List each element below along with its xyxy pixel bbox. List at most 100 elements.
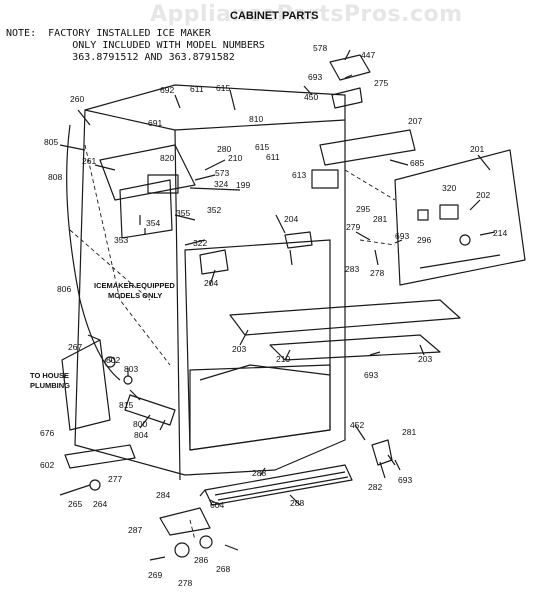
part-label: 354 bbox=[146, 218, 160, 228]
part-label: 275 bbox=[374, 78, 388, 88]
part-label: 800 bbox=[133, 419, 147, 429]
part-label: 615 bbox=[216, 83, 230, 93]
note-text-1: FACTORY INSTALLED ICE MAKER bbox=[48, 28, 211, 39]
cabinet-liner bbox=[184, 239, 331, 451]
part-label: 204 bbox=[284, 214, 298, 224]
part-label: 281 bbox=[402, 427, 416, 437]
part-label: 613 bbox=[292, 170, 306, 180]
part-label: 287 bbox=[128, 525, 142, 535]
part-label: 693 bbox=[395, 231, 409, 241]
part-label: 268 bbox=[216, 564, 230, 574]
model-note: NOTE: FACTORY INSTALLED ICE MAKER ONLY I… bbox=[6, 28, 265, 64]
control-panel bbox=[394, 149, 526, 286]
cabinet-shell bbox=[74, 84, 346, 476]
note-line-2: ONLY INCLUDED WITH MODEL NUMBERS bbox=[6, 40, 265, 52]
part-label: 261 bbox=[82, 156, 96, 166]
part-label: 284 bbox=[156, 490, 170, 500]
part-label: 214 bbox=[493, 228, 507, 238]
cabinet-top-edge bbox=[84, 109, 346, 131]
part-label: 278 bbox=[178, 578, 192, 588]
part-label: 805 bbox=[44, 137, 58, 147]
part-label: 802 bbox=[106, 355, 120, 365]
shelf-rail-upper bbox=[229, 299, 461, 336]
part-labels: 578 447 693 275 450 692 611 615 691 810 … bbox=[40, 43, 507, 588]
part-label: 203 bbox=[232, 344, 246, 354]
part-label: 288 bbox=[252, 468, 266, 478]
part-label: 265 bbox=[68, 499, 82, 509]
part-label: 810 bbox=[249, 114, 263, 124]
part-label: 264 bbox=[93, 499, 107, 509]
part-label: 320 bbox=[442, 183, 456, 193]
plumbing-callout-line-1: TO HOUSE bbox=[30, 371, 69, 380]
damper-assembly bbox=[319, 129, 416, 166]
note-text-3: 363.8791512 AND 363.8791582 bbox=[72, 52, 235, 63]
liner-floor bbox=[189, 364, 331, 451]
part-label: 278 bbox=[370, 268, 384, 278]
part-label: 203 bbox=[418, 354, 432, 364]
part-label: 803 bbox=[124, 364, 138, 374]
note-text-2: ONLY INCLUDED WITH MODEL NUMBERS bbox=[72, 40, 265, 51]
part-label: 286 bbox=[194, 555, 208, 565]
part-label: 324 bbox=[214, 179, 228, 189]
part-label: 288 bbox=[290, 498, 304, 508]
bottom-grille bbox=[204, 464, 353, 506]
plumbing-callout: TO HOUSE PLUMBING bbox=[30, 371, 70, 390]
icemaker-callout-line-2: MODELS ONLY bbox=[108, 291, 162, 300]
part-label: 691 bbox=[148, 118, 162, 128]
part-label: 281 bbox=[373, 214, 387, 224]
part-label: 808 bbox=[48, 172, 62, 182]
part-label: 352 bbox=[207, 205, 221, 215]
plumbing-callout-line-2: PLUMBING bbox=[30, 381, 70, 390]
part-label: 804 bbox=[134, 430, 148, 440]
part-label: 219 bbox=[276, 354, 290, 364]
part-label: 447 bbox=[361, 50, 375, 60]
part-label: 207 bbox=[408, 116, 422, 126]
part-label: 820 bbox=[160, 153, 174, 163]
part-label: 611 bbox=[190, 84, 204, 94]
part-label: 452 bbox=[350, 420, 364, 430]
part-label: 604 bbox=[210, 500, 224, 510]
part-label: 355 bbox=[176, 208, 190, 218]
note-line-3: 363.8791512 AND 363.8791582 bbox=[6, 52, 265, 64]
hinge-cover bbox=[329, 54, 371, 81]
icemaker-unit bbox=[99, 144, 196, 201]
part-label: 806 bbox=[57, 284, 71, 294]
part-label: 815 bbox=[119, 400, 133, 410]
part-label: 611 bbox=[266, 152, 280, 162]
part-label: 279 bbox=[346, 222, 360, 232]
part-label: 210 bbox=[228, 153, 242, 163]
part-label: 267 bbox=[68, 342, 82, 352]
part-label: 693 bbox=[308, 72, 322, 82]
shelf-rail-lower bbox=[269, 334, 441, 361]
part-label: 573 bbox=[215, 168, 229, 178]
part-label: 269 bbox=[148, 570, 162, 580]
part-label: 296 bbox=[417, 235, 431, 245]
part-label: 199 bbox=[236, 180, 250, 190]
part-label: 693 bbox=[364, 370, 378, 380]
part-label: 283 bbox=[345, 264, 359, 274]
watermark: AppliancePartsPros.com bbox=[150, 2, 463, 27]
part-label: 602 bbox=[40, 460, 54, 470]
note-label: NOTE: bbox=[6, 28, 37, 39]
part-label: 201 bbox=[470, 144, 484, 154]
part-label: 295 bbox=[356, 204, 370, 214]
part-label: 615 bbox=[255, 142, 269, 152]
part-label: 578 bbox=[313, 43, 327, 53]
part-label: 450 bbox=[304, 92, 318, 102]
icemaker-callout-line-1: ICEMAKER EQUIPPED bbox=[94, 281, 175, 290]
roller-assembly bbox=[159, 507, 211, 536]
part-label: 260 bbox=[70, 94, 84, 104]
part-label: 204 bbox=[204, 278, 218, 288]
part-label: 693 bbox=[398, 475, 412, 485]
note-line-1: NOTE: FACTORY INSTALLED ICE MAKER bbox=[6, 28, 265, 40]
part-label: 277 bbox=[108, 474, 122, 484]
part-label: 202 bbox=[476, 190, 490, 200]
part-label: 692 bbox=[160, 85, 174, 95]
part-label: 353 bbox=[114, 235, 128, 245]
part-label: 280 bbox=[217, 144, 231, 154]
diagram-title: CABINET PARTS bbox=[230, 10, 319, 22]
part-label: 676 bbox=[40, 428, 54, 438]
part-label: 282 bbox=[368, 482, 382, 492]
